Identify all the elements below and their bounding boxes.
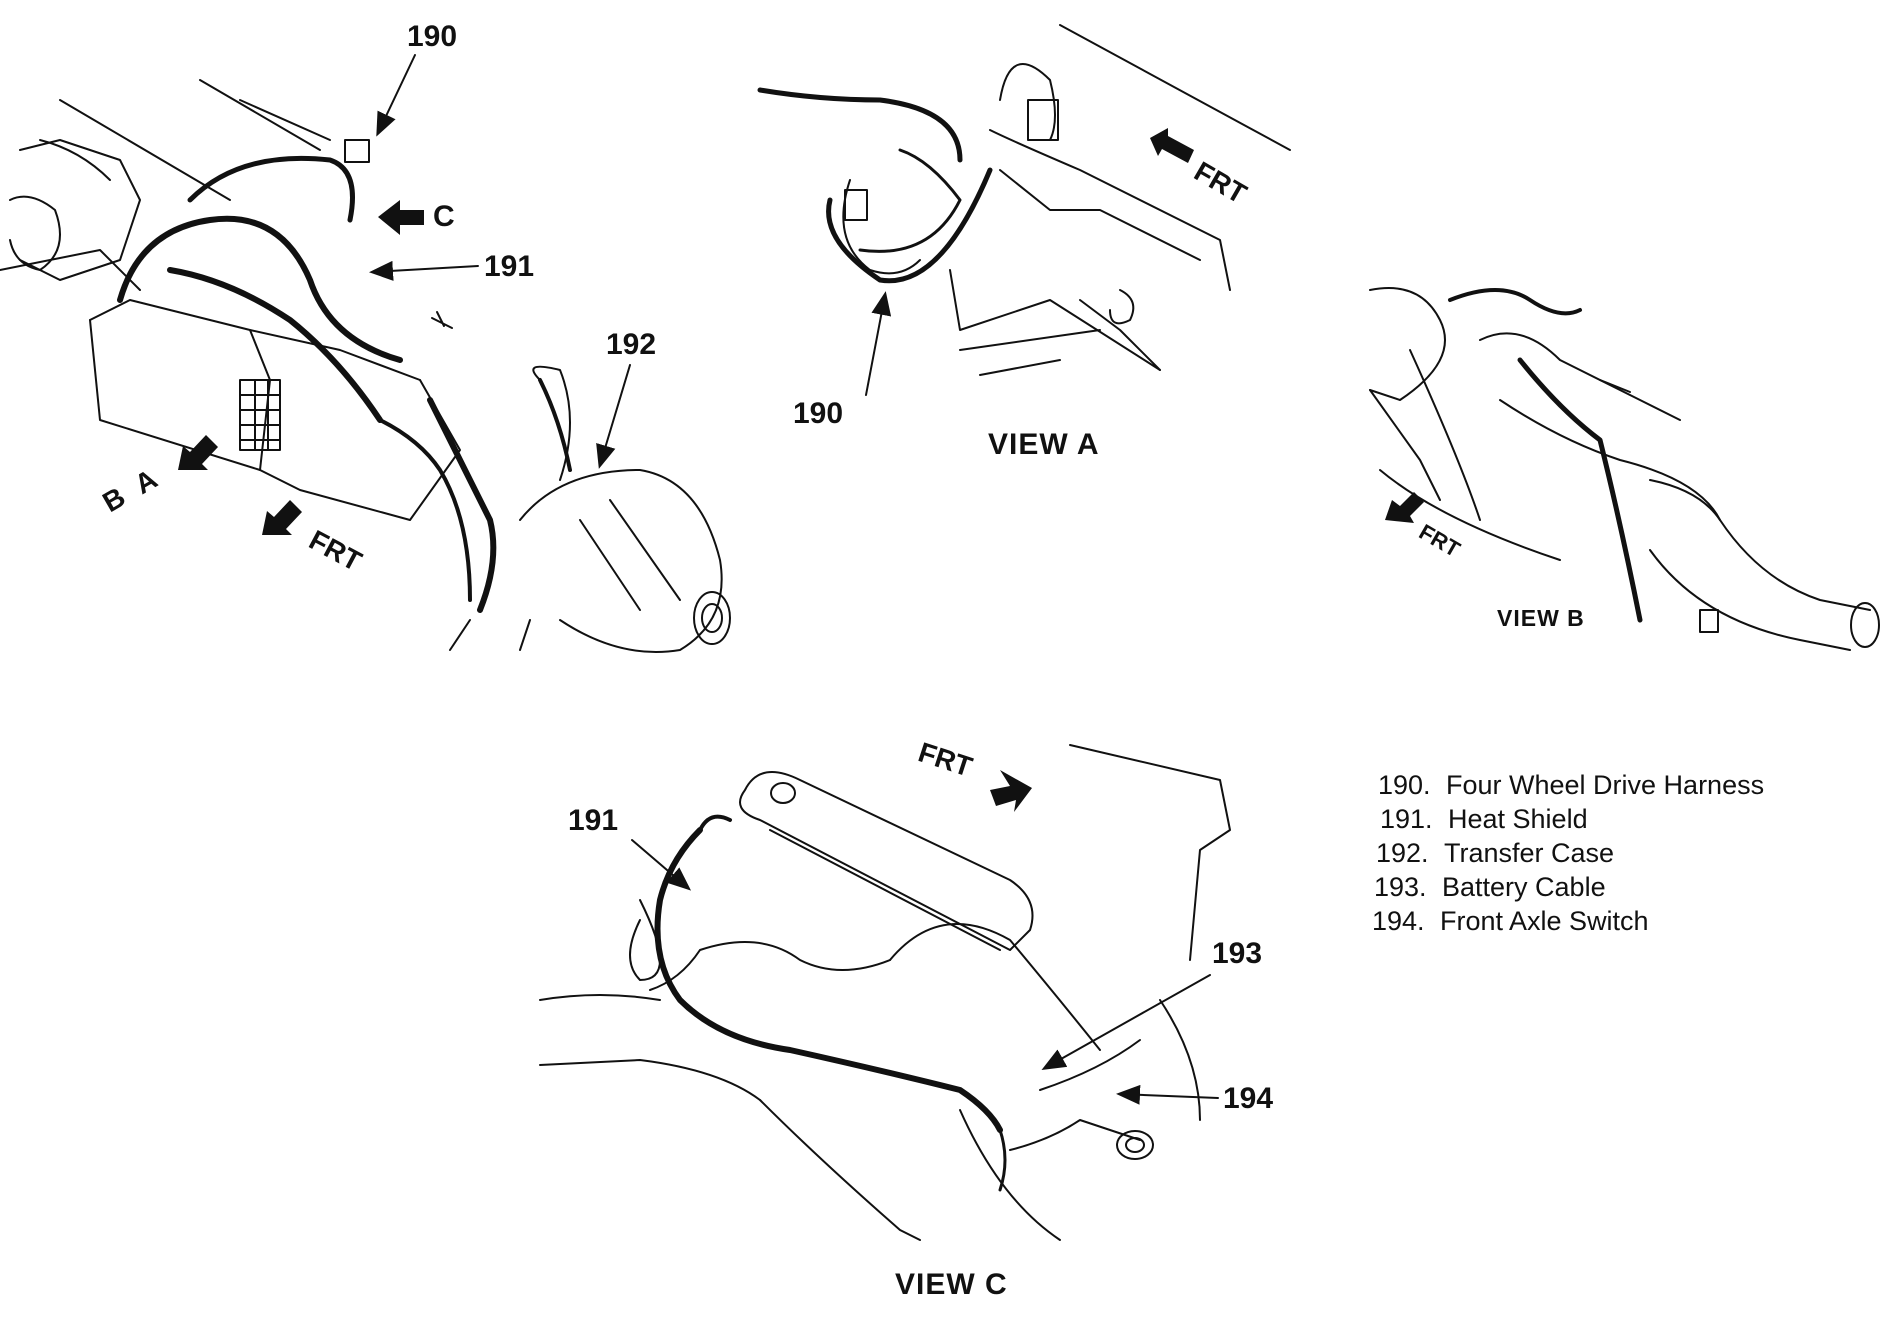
callout-190-view-a: 190 xyxy=(793,397,844,430)
callout-194-view-c: 194 xyxy=(1223,1082,1274,1115)
arrow-frt-view-a-icon xyxy=(1150,128,1194,163)
arrow-frt-view-c-icon xyxy=(990,770,1032,812)
arrow-c-icon xyxy=(378,200,424,235)
legend-number: 193. xyxy=(1374,872,1427,902)
legend-item: 191. Heat Shield xyxy=(1380,802,1764,836)
main-arrows xyxy=(178,200,424,535)
arrow-label-c: C xyxy=(433,200,455,233)
legend-number: 194. xyxy=(1372,906,1425,936)
legend-item: 192. Transfer Case xyxy=(1376,836,1764,870)
view-a-illustration xyxy=(757,24,1291,396)
callout-191-view-c: 191 xyxy=(568,804,619,837)
legend-text: Four Wheel Drive Harness xyxy=(1446,770,1765,800)
callout-190-main: 190 xyxy=(407,20,458,53)
legend-text: Battery Cable xyxy=(1442,872,1606,902)
view-b-title: VIEW B xyxy=(1497,605,1585,631)
callout-193-view-c: 193 xyxy=(1212,937,1263,970)
legend-item: 190. Four Wheel Drive Harness xyxy=(1378,768,1764,802)
legend-item: 194. Front Axle Switch xyxy=(1372,904,1764,938)
view-c-title: VIEW C xyxy=(895,1268,1008,1301)
view-b-illustration xyxy=(1369,287,1880,651)
legend-text: Front Axle Switch xyxy=(1440,906,1649,936)
parts-legend: 190. Four Wheel Drive Harness 191. Heat … xyxy=(1372,768,1764,938)
view-a-title: VIEW A xyxy=(988,428,1100,461)
view-c-illustration xyxy=(539,744,1231,1241)
legend-item: 193. Battery Cable xyxy=(1374,870,1764,904)
callout-192-main: 192 xyxy=(606,328,657,361)
legend-number: 190. xyxy=(1378,770,1431,800)
legend-text: Transfer Case xyxy=(1444,838,1615,868)
legend-text: Heat Shield xyxy=(1448,804,1588,834)
legend-number: 192. xyxy=(1376,838,1429,868)
main-engine-illustration xyxy=(0,54,731,653)
arrow-frt-main-icon xyxy=(262,500,302,535)
callout-191-main: 191 xyxy=(484,250,535,283)
legend-number: 191. xyxy=(1380,804,1433,834)
arrow-frt-view-b-icon xyxy=(1385,492,1424,523)
arrow-ba-icon xyxy=(178,435,218,470)
